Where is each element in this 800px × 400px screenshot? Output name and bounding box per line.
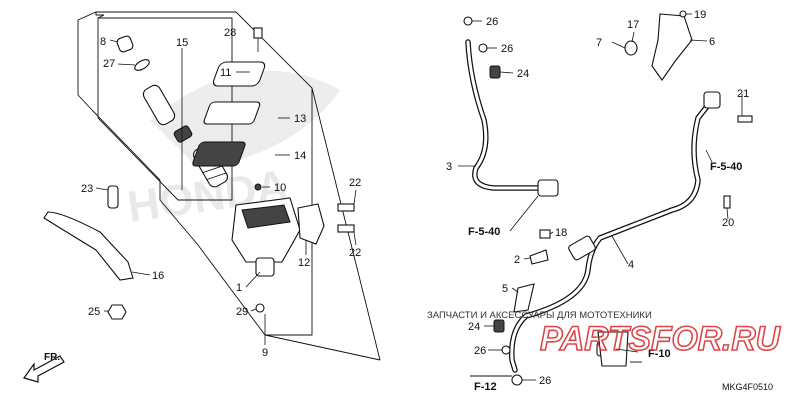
washer-26-third — [501, 345, 511, 355]
master-cylinder-frame — [77, 11, 381, 361]
partsfor-watermark: ЗАПЧАСТИ И АКСЕССУАРЫ ДЛЯ МОТОТЕХНИКИ PA… — [427, 310, 782, 359]
callout-4: 4 — [628, 259, 634, 271]
callout-24-top: 24 — [517, 68, 529, 80]
switch-part — [255, 257, 275, 277]
callout-14: 14 — [294, 150, 306, 162]
callout-23: 23 — [81, 183, 93, 195]
callout-26-bottom: 26 — [539, 375, 551, 387]
brake-hoses — [465, 39, 721, 373]
cross-references: F-5-40 F-5-40 F-10 F-12 — [468, 161, 742, 393]
callout-25: 25 — [88, 306, 100, 318]
bolt-19 — [679, 10, 687, 18]
cup-part — [173, 125, 193, 143]
callout-17: 17 — [627, 19, 639, 31]
diagram-code: MKG4F0510 — [722, 382, 773, 392]
ref-f540-upper: F-5-40 — [710, 161, 742, 173]
callout-28: 28 — [224, 27, 236, 39]
callout-22-upper: 22 — [349, 177, 361, 189]
grommet-17 — [624, 40, 638, 56]
callout-16: 16 — [152, 270, 164, 282]
upper-hose-joint — [537, 179, 559, 197]
washer-26-bottom — [511, 374, 523, 386]
callout-10: 10 — [274, 182, 286, 194]
washer-26-second — [478, 43, 488, 53]
cap-screw — [253, 27, 263, 39]
clamp-5 — [513, 283, 535, 313]
hose-clamps-and-bolts — [463, 10, 753, 386]
bolt-18 — [539, 229, 551, 239]
watermark-brand: PARTSFOR.RU — [540, 320, 781, 358]
callout-8: 8 — [100, 36, 106, 48]
hose-upper-fitting — [703, 91, 721, 109]
forward-arrow: FR. — [23, 352, 65, 383]
callout-20: 20 — [722, 217, 734, 229]
watermark-caption: ЗАПЧАСТИ И АКСЕССУАРЫ ДЛЯ МОТОТЕХНИКИ — [427, 310, 652, 321]
leader-lines — [95, 13, 743, 381]
hose-mid-joint — [568, 235, 596, 261]
washer-26-top — [463, 16, 473, 26]
diaphragm-part — [192, 141, 246, 167]
ref-f540-lower: F-5-40 — [468, 226, 500, 238]
circlip-part — [134, 59, 150, 71]
callout-2: 2 — [514, 254, 520, 266]
plate-part — [203, 101, 261, 125]
bolt-20 — [723, 195, 731, 209]
callout-5: 5 — [502, 283, 508, 295]
bolt-22-lower — [337, 224, 355, 233]
callout-12: 12 — [298, 257, 310, 269]
callout-18: 18 — [555, 227, 567, 239]
lever-pivot-bolt — [107, 185, 119, 209]
holder-part — [297, 203, 325, 245]
piston-part — [142, 84, 176, 126]
callout-29: 29 — [236, 306, 248, 318]
lever-nut — [107, 304, 127, 320]
callout-1: 1 — [236, 282, 242, 294]
brake-lever — [43, 185, 134, 320]
callout-26-top: 26 — [486, 16, 498, 28]
callout-19: 19 — [694, 9, 706, 21]
ref-f12: F-12 — [474, 381, 497, 393]
f10-bracket — [597, 331, 629, 367]
callout-6: 6 — [709, 36, 715, 48]
direction-label: FR. — [44, 352, 60, 363]
callout-26-second: 26 — [501, 43, 513, 55]
arrow-icon — [23, 355, 65, 383]
callout-22-lower: 22 — [349, 247, 361, 259]
callout-7: 7 — [596, 37, 602, 49]
callout-15: 15 — [176, 37, 188, 49]
callout-24-bottom: 24 — [468, 321, 480, 333]
callout-9: 9 — [262, 347, 268, 359]
callout-27: 27 — [103, 58, 115, 70]
bolt-22-upper — [337, 203, 355, 212]
callout-26-third: 26 — [474, 345, 486, 357]
cap-part — [212, 61, 266, 87]
ref-f10: F-10 — [648, 348, 671, 360]
master-cylinder-body — [231, 183, 355, 313]
bolt-21 — [737, 115, 753, 123]
hose-stay-6 — [651, 13, 693, 81]
boot-part — [116, 35, 134, 53]
screw-29 — [255, 303, 265, 313]
callout-21: 21 — [737, 88, 749, 100]
callout-13: 13 — [294, 113, 306, 125]
clamp-2 — [529, 249, 549, 265]
part-callouts: 8 27 15 28 11 13 14 10 12 22 22 1 29 9 2… — [81, 9, 749, 387]
banjo-bolt-24-top — [489, 65, 501, 79]
pivot-10 — [254, 183, 262, 191]
banjo-bolt-24-bottom — [493, 319, 505, 333]
callout-11: 11 — [220, 67, 231, 79]
callout-3: 3 — [446, 161, 452, 173]
